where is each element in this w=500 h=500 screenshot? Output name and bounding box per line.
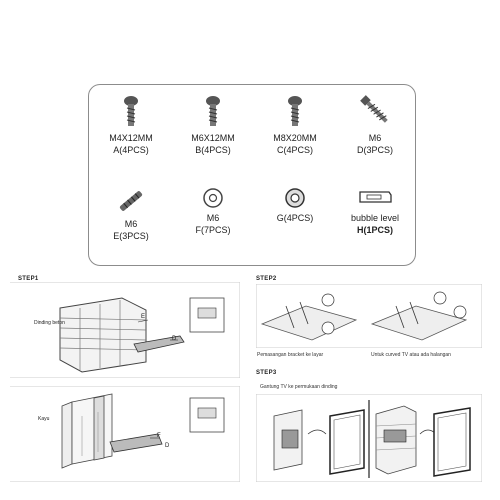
step3-caption: Gantung TV ke permukaan dinding (260, 384, 338, 390)
part-count: E(3PCS) (113, 231, 149, 241)
part-c: M8X20MM C(4PCS) (255, 95, 335, 156)
step1-bottom-frame (10, 386, 240, 482)
bubble-level-icon (359, 191, 392, 203)
callout-f: F (157, 433, 161, 439)
brick-wall-illustration (59, 297, 147, 373)
callout-d: D (165, 443, 170, 449)
part-g: G(4PCS) (255, 187, 335, 224)
wall-anchor-icon (119, 191, 143, 211)
part-f: M6 F(7PCS) (173, 187, 253, 236)
part-count: F(7PCS) (195, 225, 231, 235)
callout-e: E (141, 314, 146, 320)
part-e: M6 E(3PCS) (91, 187, 171, 242)
part-size: M6 (368, 133, 382, 143)
step1-top-frame (10, 282, 240, 378)
part-size: M8X20MM (273, 133, 317, 143)
step2-caption-right: Untuk curved TV atau ada halangan (371, 352, 451, 358)
part-count: H(1PCS) (356, 225, 393, 235)
wood-studs-illustration (61, 393, 113, 469)
part-size: bubble level (350, 213, 400, 223)
wall-label: Dinding beton (34, 320, 65, 326)
part-size: M6 (124, 219, 138, 229)
part-a: M4X12MM A(4PCS) (91, 95, 171, 156)
wood-label: Kayu (38, 416, 50, 422)
step3-label: STEP3 (256, 370, 277, 376)
lag-bolt-icon (360, 95, 388, 123)
part-h: bubble level H(1PCS) (335, 187, 415, 236)
part-b: M6X12MM B(4PCS) (173, 95, 253, 156)
step2-label: STEP2 (256, 276, 277, 282)
parts-list-panel: M4X12MM A(4PCS) M6X12MM B(4PCS) M8X20MM … (88, 84, 416, 266)
screw-icon (124, 96, 138, 126)
step3-frame (256, 394, 482, 482)
part-d: M6 D(3PCS) (335, 91, 415, 156)
part-count: A(4PCS) (113, 145, 149, 155)
part-count: C(4PCS) (276, 145, 313, 155)
part-count: D(3PCS) (356, 145, 393, 155)
spacer-icon (285, 188, 305, 208)
part-count: B(4PCS) (195, 145, 231, 155)
step2-frame (256, 284, 482, 348)
step1-label: STEP1 (18, 276, 39, 282)
part-size: M6X12MM (191, 133, 235, 143)
part-count: G(4PCS) (276, 213, 314, 223)
part-size: M6 (206, 213, 220, 223)
washer-icon (203, 188, 223, 208)
step2-caption-left: Pemasangan bracket ke layar (257, 352, 324, 358)
callout-d: D (172, 336, 177, 342)
part-size: M4X12MM (109, 133, 153, 143)
screw-icon (288, 96, 302, 126)
screw-icon (206, 96, 220, 126)
